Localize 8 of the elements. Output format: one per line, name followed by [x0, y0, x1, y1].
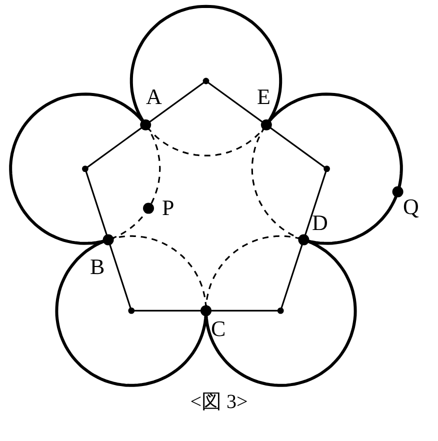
point-label: B	[90, 256, 105, 278]
point-label: Q	[403, 196, 419, 218]
point-label: E	[257, 86, 270, 108]
figure-caption: <図 3>	[190, 391, 248, 413]
point-label: A	[146, 86, 162, 108]
point-label: P	[162, 197, 174, 219]
point-label: D	[312, 212, 328, 234]
point-label: C	[211, 318, 226, 340]
